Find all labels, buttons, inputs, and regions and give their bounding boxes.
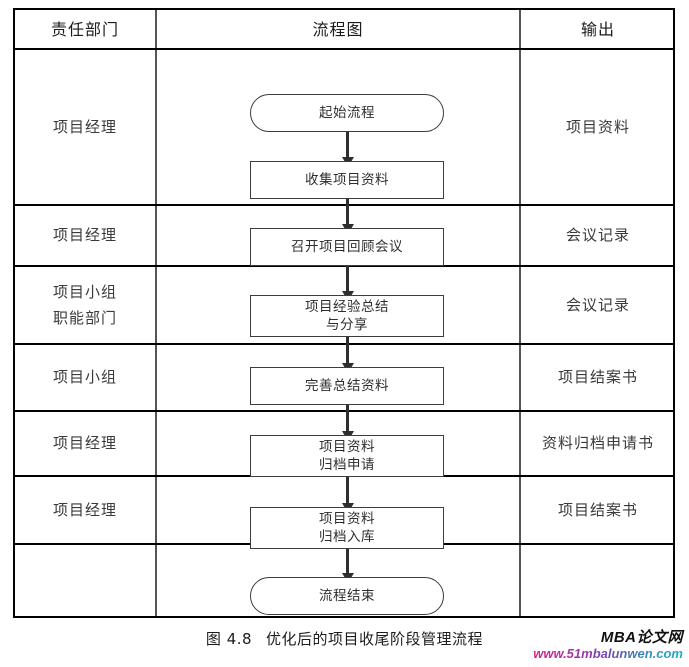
row-divider-4 <box>15 410 673 412</box>
row-divider-1 <box>15 204 673 206</box>
flow-node-end: 流程结束 <box>250 577 444 615</box>
flow-arrow-6 <box>341 477 354 513</box>
flow-node-label: 项目资料 <box>319 510 375 527</box>
flow-arrow-3 <box>341 266 354 301</box>
table-row-output-1: 项目资料 <box>521 50 675 204</box>
row-divider-3 <box>15 343 673 345</box>
dept-label: 项目小组 <box>52 282 117 301</box>
header-output: 输出 <box>580 20 615 39</box>
output-label: 资料归档申请书 <box>541 434 654 453</box>
flow-node-refine-summary: 完善总结资料 <box>250 367 444 405</box>
flow-arrow-4 <box>341 337 354 373</box>
table-row-dept-2: 项目经理 <box>15 206 155 265</box>
table-row-dept-6: 项目经理 <box>15 477 155 543</box>
output-label: 项目结案书 <box>557 368 638 387</box>
process-flow-table: 责任部门 流程图 输出 项目经理 项目经理 项目小组 职能部门 项目小组 项目经… <box>13 8 675 618</box>
table-row-output-7 <box>521 545 675 616</box>
table-row-output-4: 项目结案书 <box>521 345 675 410</box>
flow-node-experience-share: 项目经验总结 与分享 <box>250 295 444 337</box>
table-row-dept-7 <box>15 545 155 616</box>
watermark: MBA论文网 www.51mbalunwen.com <box>533 629 683 661</box>
table-row-output-2: 会议记录 <box>521 206 675 265</box>
column-divider-right <box>519 10 521 616</box>
table-row-output-6: 项目结案书 <box>521 477 675 543</box>
flow-arrow-2 <box>341 199 354 234</box>
flow-node-label-2: 与分享 <box>326 317 368 333</box>
flow-node-label: 完善总结资料 <box>305 377 389 394</box>
figure-caption: 图 4.8 优化后的项目收尾阶段管理流程 <box>0 628 689 649</box>
dept-label: 项目经理 <box>52 500 117 519</box>
flow-node-label: 项目资料 <box>319 438 375 455</box>
table-row-dept-4: 项目小组 <box>15 345 155 410</box>
flow-node-archive-request: 项目资料 归档申请 <box>250 435 444 477</box>
row-divider-header <box>15 48 673 50</box>
header-department: 责任部门 <box>50 20 119 39</box>
flow-node-label: 召开项目回顾会议 <box>291 238 403 255</box>
flow-node-label-2: 归档入库 <box>319 529 375 545</box>
flow-node-label: 收集项目资料 <box>305 171 389 188</box>
flow-arrow-7 <box>341 549 354 583</box>
flow-node-archive-store: 项目资料 归档入库 <box>250 507 444 549</box>
dept-label-2: 职能部门 <box>52 309 117 327</box>
dept-label: 项目小组 <box>52 368 117 387</box>
watermark-url: www.51mbalunwen.com <box>533 645 683 661</box>
output-label: 会议记录 <box>565 295 630 314</box>
column-divider-left <box>155 10 157 616</box>
flow-arrow-1 <box>341 132 354 167</box>
figure-number: 图 4.8 <box>205 630 253 648</box>
flow-node-start: 起始流程 <box>250 94 444 132</box>
figure-title: 优化后的项目收尾阶段管理流程 <box>266 630 484 648</box>
dept-label: 项目经理 <box>52 434 117 453</box>
table-row-output-5: 资料归档申请书 <box>521 412 675 475</box>
table-row-dept-5: 项目经理 <box>15 412 155 475</box>
flow-node-label: 项目经验总结 <box>305 298 389 315</box>
flow-node-label: 起始流程 <box>319 104 375 121</box>
output-label: 会议记录 <box>565 226 630 245</box>
dept-label: 项目经理 <box>52 117 117 136</box>
output-label: 项目资料 <box>565 117 630 136</box>
dept-label: 项目经理 <box>52 226 117 245</box>
flow-arrow-5 <box>341 405 354 441</box>
table-row-output-3: 会议记录 <box>521 267 675 343</box>
table-row-dept-1: 项目经理 <box>15 50 155 204</box>
flow-node-review-meeting: 召开项目回顾会议 <box>250 228 444 266</box>
flow-node-label-2: 归档申请 <box>319 457 375 473</box>
flowchart-canvas: 起始流程 收集项目资料 召开项目回顾会议 项目经验总结 与分享 <box>157 50 519 616</box>
header-flowchart: 流程图 <box>312 20 364 39</box>
flow-node-label: 流程结束 <box>319 587 375 604</box>
output-label: 项目结案书 <box>557 500 638 519</box>
row-divider-2 <box>15 265 673 267</box>
flow-node-collect-data: 收集项目资料 <box>250 161 444 199</box>
table-row-dept-3: 项目小组 职能部门 <box>15 267 155 343</box>
watermark-title: MBA论文网 <box>600 629 683 646</box>
